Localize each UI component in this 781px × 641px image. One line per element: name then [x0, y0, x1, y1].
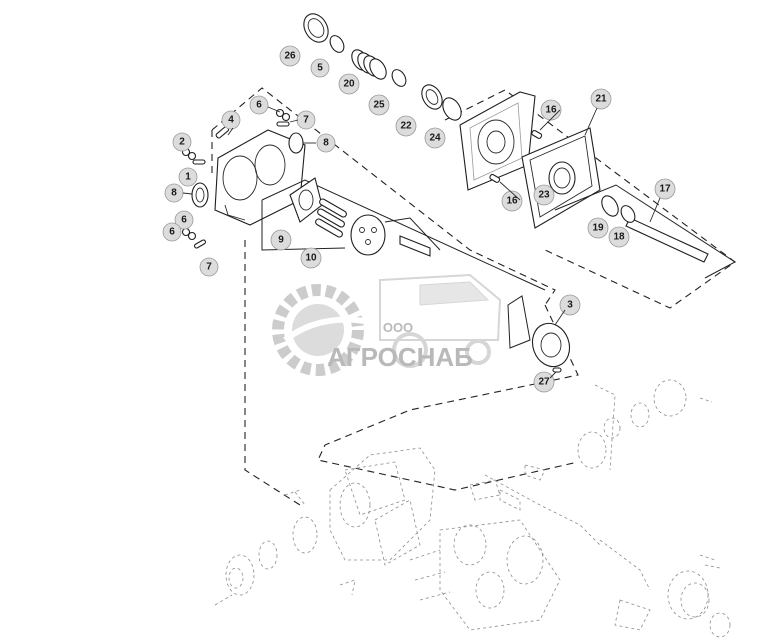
callout-16-upper-label: 16: [545, 105, 557, 116]
callout-17-label: 17: [659, 184, 671, 195]
seal-8-left: [191, 182, 209, 208]
assembly-outline-mid: [317, 304, 579, 491]
cover-plate: [459, 91, 536, 191]
callout-8-left-label: 8: [171, 188, 177, 199]
callout-3-label: 3: [567, 300, 573, 311]
pin-16-lower: [489, 173, 501, 183]
o-ring-25: [391, 69, 407, 87]
callout-23[interactable]: 23: [533, 184, 555, 206]
spring-stack-20: [351, 49, 387, 80]
callout-23-label: 23: [538, 190, 550, 201]
callout-24[interactable]: 24: [424, 127, 446, 149]
callout-22-label: 22: [400, 121, 412, 132]
callout-6-lower-b[interactable]: 6: [162, 222, 182, 242]
fasteners-upper: [181, 108, 291, 165]
callout-26-label: 26: [284, 51, 296, 62]
leader-lines: [182, 106, 661, 379]
watermark-company-name: АГРОСНАБ: [327, 342, 473, 372]
callout-21[interactable]: 21: [590, 88, 612, 110]
callout-10-label: 10: [305, 253, 317, 264]
valve-plate-3: [507, 295, 571, 373]
callout-21-label: 21: [595, 94, 607, 105]
callout-2-label: 2: [179, 137, 185, 148]
callout-7-lower[interactable]: 7: [199, 257, 219, 277]
callout-27[interactable]: 27: [533, 371, 555, 393]
pin-16-upper: [531, 129, 543, 139]
bearing-23: [548, 161, 576, 195]
callout-17[interactable]: 17: [654, 178, 676, 200]
callout-9[interactable]: 9: [270, 229, 292, 251]
callout-6-upper[interactable]: 6: [249, 95, 269, 115]
callout-4-label: 4: [228, 115, 234, 126]
snap-ring-26: [303, 13, 329, 43]
callout-22[interactable]: 22: [395, 115, 417, 137]
callout-6-lower-b-label: 6: [169, 227, 175, 238]
callout-1[interactable]: 1: [178, 167, 198, 187]
callout-6-lower-a-label: 6: [181, 215, 187, 226]
callout-9-label: 9: [278, 235, 284, 246]
callout-27-label: 27: [538, 377, 550, 388]
callout-8-right[interactable]: 8: [316, 133, 336, 153]
callout-5[interactable]: 5: [310, 58, 330, 78]
callout-1-label: 1: [185, 172, 191, 183]
callout-8-right-label: 8: [323, 138, 329, 149]
callout-4[interactable]: 4: [221, 110, 241, 130]
callout-7-upper-label: 7: [303, 115, 309, 126]
callout-10[interactable]: 10: [300, 247, 322, 269]
callout-19[interactable]: 19: [587, 217, 609, 239]
callout-2[interactable]: 2: [172, 132, 192, 152]
callout-20[interactable]: 20: [338, 73, 360, 95]
callout-8-left[interactable]: 8: [164, 183, 184, 203]
callout-19-label: 19: [592, 223, 604, 234]
callout-25-label: 25: [373, 100, 385, 111]
callout-16-lower[interactable]: 16: [501, 190, 523, 212]
callout-6-upper-label: 6: [256, 100, 262, 111]
callout-6-lower-a[interactable]: 6: [174, 210, 194, 230]
callout-18-label: 18: [613, 232, 625, 243]
piston-group: [261, 177, 546, 291]
fasteners-lower: [181, 227, 207, 249]
callout-18[interactable]: 18: [608, 226, 630, 248]
assembly-outline-upper: [211, 87, 556, 306]
callout-24-label: 24: [429, 133, 441, 144]
watermark-logo: [272, 273, 502, 376]
lower-assembly-ghost: [214, 379, 731, 638]
seal-8-right: [288, 132, 304, 154]
o-ring-5: [329, 35, 345, 53]
shaft-17: [554, 184, 736, 279]
callout-3[interactable]: 3: [559, 294, 581, 316]
callout-5-label: 5: [317, 63, 323, 74]
callout-25[interactable]: 25: [368, 94, 390, 116]
assembly-outline-down: [244, 240, 301, 506]
watermark-company-prefix: ООО: [383, 320, 413, 335]
seal-ring-24: [442, 97, 462, 121]
callout-26[interactable]: 26: [279, 45, 301, 67]
callout-16-upper[interactable]: 16: [540, 99, 562, 121]
pump-housing: [214, 129, 306, 226]
callout-20-label: 20: [343, 79, 355, 90]
callout-7-lower-label: 7: [206, 262, 212, 273]
bearing-22: [421, 84, 443, 110]
callout-7-upper[interactable]: 7: [296, 110, 316, 130]
callout-16-lower-label: 16: [506, 196, 518, 207]
